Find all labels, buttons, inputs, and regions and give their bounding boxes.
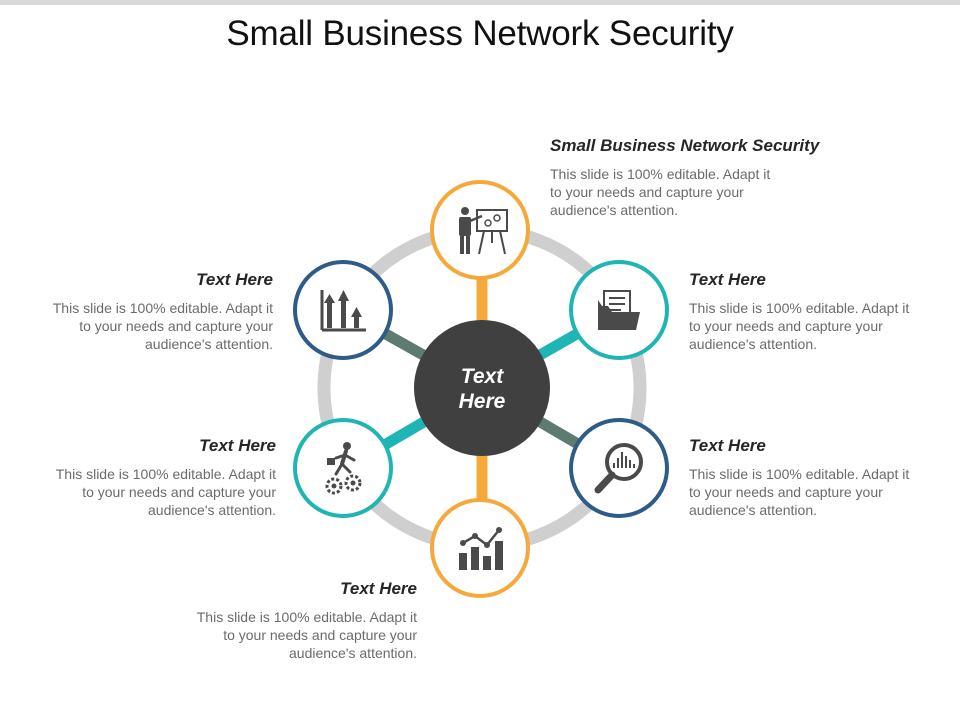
center-label-line2: Here bbox=[459, 390, 506, 413]
text-block-heading: Small Business Network Security bbox=[550, 136, 820, 155]
node-upper-left bbox=[293, 260, 393, 360]
text-block-body: This slide is 100% editable. Adapt it to… bbox=[689, 466, 910, 518]
node-lower-right bbox=[569, 418, 669, 518]
node-top bbox=[430, 180, 530, 280]
text-block-heading: Text Here bbox=[196, 270, 273, 289]
text-block-body: This slide is 100% editable. Adapt it to… bbox=[52, 300, 273, 352]
text-block-right-upper: Text Here This slide is 100% editable. A… bbox=[689, 270, 949, 353]
magnifier-chart-icon bbox=[594, 443, 643, 494]
text-block-heading: Text Here bbox=[689, 270, 766, 289]
climbing-gears-icon bbox=[325, 442, 362, 495]
text-block-heading: Text Here bbox=[199, 436, 276, 455]
bar-line-chart-icon bbox=[459, 527, 503, 570]
folder-documents-icon bbox=[598, 290, 640, 330]
text-block-top-right: Small Business Network Security This sli… bbox=[550, 136, 870, 219]
growth-arrows-icon bbox=[320, 290, 366, 332]
text-block-body: This slide is 100% editable. Adapt it to… bbox=[55, 466, 276, 518]
text-block-body: This slide is 100% editable. Adapt it to… bbox=[196, 609, 417, 661]
node-upper-right bbox=[569, 260, 669, 360]
text-block-body: This slide is 100% editable. Adapt it to… bbox=[689, 300, 910, 352]
text-block-right-lower: Text Here This slide is 100% editable. A… bbox=[689, 436, 949, 519]
text-block-left-upper: Text Here This slide is 100% editable. A… bbox=[13, 270, 273, 353]
text-block-left-lower: Text Here This slide is 100% editable. A… bbox=[16, 436, 276, 519]
presentation-icon bbox=[459, 207, 508, 255]
top-divider bbox=[0, 0, 960, 5]
text-block-bottom-left: Text Here This slide is 100% editable. A… bbox=[157, 579, 417, 662]
node-bottom bbox=[430, 498, 530, 598]
text-block-heading: Text Here bbox=[689, 436, 766, 455]
center-hub bbox=[414, 320, 550, 456]
page-title: Small Business Network Security bbox=[226, 14, 734, 53]
center-label-line1: Text bbox=[461, 365, 504, 388]
text-block-body: This slide is 100% editable. Adapt it to… bbox=[550, 166, 771, 218]
node-lower-left bbox=[293, 418, 393, 518]
text-block-heading: Text Here bbox=[340, 579, 417, 598]
